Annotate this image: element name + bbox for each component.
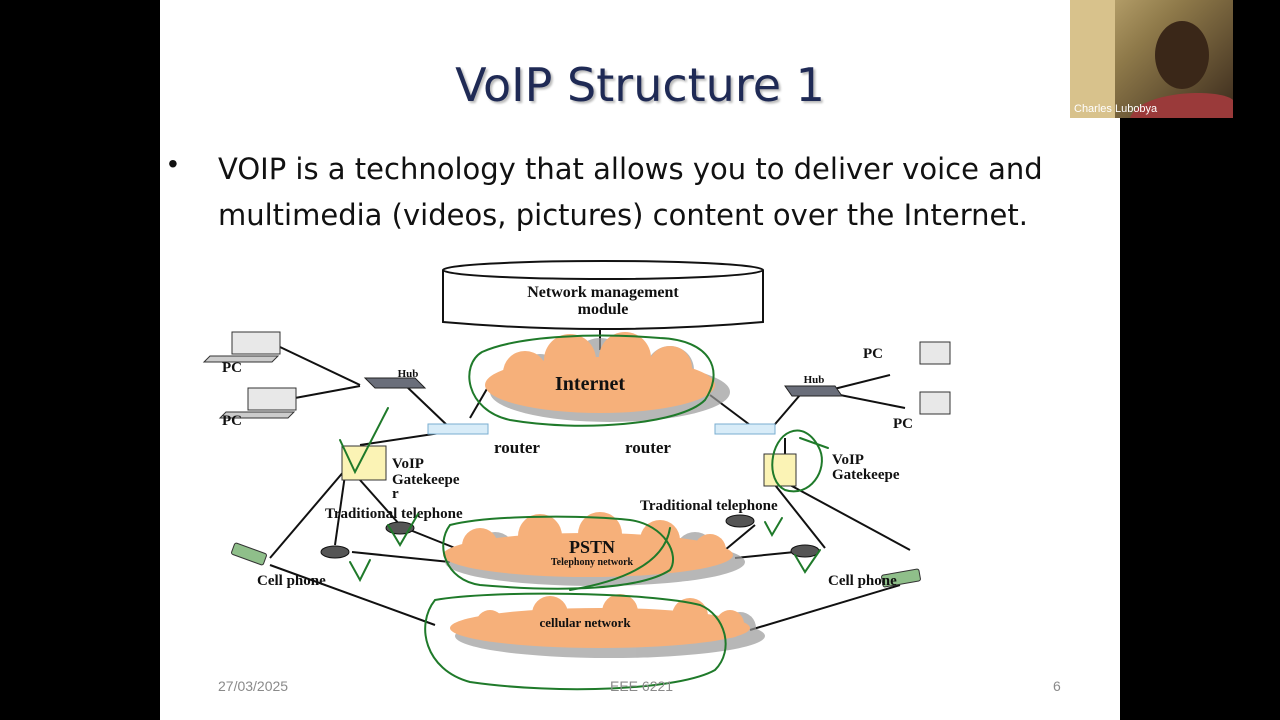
traditional-right-label: Traditional telephone (640, 498, 778, 514)
hub-right-label: Hub (804, 374, 825, 386)
gatekeeper-right-label-2: Gatekeepe (832, 467, 900, 483)
traditional-left-label: Traditional telephone (325, 506, 463, 522)
pc-right-2-label: PC (893, 416, 913, 432)
pstn-sub-label: Telephony network (551, 557, 634, 568)
pc-right-1-label: PC (863, 346, 883, 362)
cell-left-label: Cell phone (257, 573, 326, 589)
pen-annotations (339, 334, 829, 691)
network-management-module: Network management module (442, 260, 764, 330)
internet-label: Internet (555, 373, 625, 395)
pc-right-2: PC (893, 391, 951, 432)
cellular-network-cloud: cellular network (450, 594, 765, 658)
voip-network-diagram: Network management module Internet route… (202, 260, 951, 691)
cell-phone-right: Cell phone (828, 568, 921, 589)
router-left: router (427, 423, 540, 457)
gatekeeper-left-label-2: Gatekeepe (392, 472, 460, 488)
router-right: router (625, 423, 776, 457)
participant-avatar (1070, 0, 1233, 118)
pc-right-1: PC (863, 341, 951, 365)
network-management-label: Network management (527, 284, 679, 301)
footer-date: 27/03/2025 (218, 678, 289, 694)
hub-left-label: Hub (398, 368, 419, 380)
bullet-text: VOIP is a technology that allows you to … (218, 152, 1043, 232)
gatekeeper-left: VoIP Gatekeepe r (341, 445, 460, 502)
cellular-label: cellular network (539, 615, 631, 630)
footer-page-number: 6 (1053, 678, 1061, 694)
hub-left: Hub (363, 368, 427, 389)
participant-video-tile[interactable]: Charles Lubobya (1070, 0, 1233, 118)
pc-left-1-label: PC (222, 360, 242, 376)
gatekeeper-left-label-3: r (392, 486, 399, 502)
traditional-telephone-left: Traditional telephone (320, 506, 463, 559)
gatekeeper-left-label-1: VoIP (392, 456, 424, 472)
hub-right: Hub (784, 374, 843, 397)
bullet-marker: • (168, 148, 178, 179)
pstn-cloud: PSTN Telephony network (443, 512, 745, 586)
network-management-label-2: module (578, 301, 629, 318)
pc-left-2: PC (218, 387, 297, 429)
traditional-telephone-right: Traditional telephone (640, 498, 820, 558)
pstn-label: PSTN (569, 537, 615, 557)
slide-title: VoIP Structure 1 (455, 58, 825, 112)
pc-left-1: PC (202, 331, 281, 376)
presentation-slide: VoIP Structure 1 • VOIP is a technology … (160, 0, 1120, 720)
pc-left-2-label: PC (222, 413, 242, 429)
internet-cloud: Internet (485, 332, 730, 422)
cell-right-label: Cell phone (828, 573, 897, 589)
router-right-label: router (625, 438, 671, 457)
footer-course: EEE 6221 (610, 678, 674, 694)
router-left-label: router (494, 438, 540, 457)
cell-phone-left: Cell phone (231, 542, 326, 589)
connection-lines (269, 328, 911, 631)
participant-name: Charles Lubobya (1074, 103, 1158, 115)
gatekeeper-right-label-1: VoIP (832, 452, 864, 468)
gatekeeper-right: VoIP Gatekeepe (763, 452, 900, 487)
